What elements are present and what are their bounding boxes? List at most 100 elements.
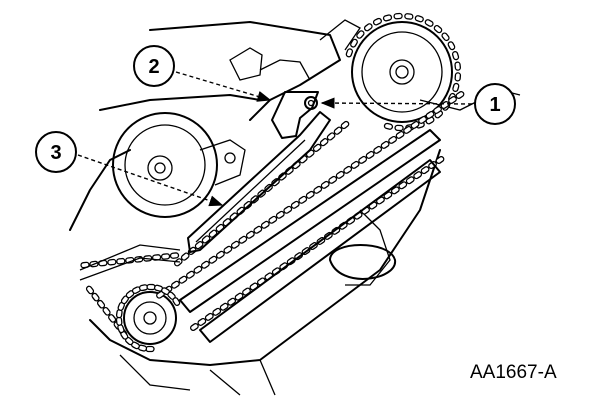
- chain-link: [404, 13, 414, 20]
- chain-link: [373, 145, 383, 154]
- chain-link: [85, 285, 95, 295]
- chain-link: [418, 115, 427, 124]
- callout-1-number: 1: [489, 94, 500, 116]
- chain-link: [410, 120, 420, 129]
- chain-link: [433, 24, 443, 34]
- chain-link: [190, 323, 199, 331]
- chain-link: [365, 150, 375, 159]
- chain-link: [227, 297, 237, 306]
- tensioner-arm: [187, 111, 331, 253]
- chain-link: [455, 91, 465, 99]
- chain-link: [356, 30, 365, 39]
- chain-link: [447, 41, 456, 51]
- chain-link: [424, 19, 434, 27]
- chain-link: [398, 181, 408, 190]
- chain-tensioner: [271, 91, 319, 139]
- chain-link: [91, 292, 100, 302]
- chain-link: [169, 252, 180, 259]
- chain-link: [275, 210, 285, 219]
- chain-link: [260, 220, 270, 229]
- chain-link: [454, 72, 462, 82]
- chain-link: [223, 245, 233, 254]
- engine-block-outline: [69, 19, 521, 396]
- camshaft-sprocket: [351, 21, 453, 123]
- chain-link: [116, 257, 126, 265]
- chain-link: [358, 155, 368, 164]
- chain-link: [197, 317, 207, 326]
- chain-link: [160, 253, 171, 260]
- chain-guide-rails: [79, 129, 441, 343]
- chain-link: [380, 140, 390, 149]
- chain-link: [319, 138, 329, 147]
- chain-link: [201, 235, 211, 244]
- chain-link: [333, 126, 343, 135]
- chain-link: [180, 252, 190, 261]
- chain-link: [435, 156, 445, 164]
- chain-link: [403, 125, 412, 134]
- chain-link: [204, 312, 214, 321]
- chain-link: [448, 96, 457, 104]
- chain-link: [345, 48, 354, 58]
- leader-lines: [77, 71, 473, 207]
- chain-link: [433, 105, 442, 114]
- chain-link: [350, 160, 360, 169]
- chain-link: [108, 314, 117, 323]
- chain-link: [350, 38, 358, 48]
- chain-link: [283, 205, 293, 214]
- chain-link: [451, 51, 460, 61]
- chain-link: [102, 306, 111, 316]
- chain-link: [96, 299, 106, 309]
- chain-link: [452, 82, 460, 93]
- chain-link: [212, 307, 222, 316]
- chain-link: [414, 15, 424, 23]
- chain-link: [335, 170, 345, 179]
- chain-link: [238, 235, 248, 244]
- chain-link: [425, 110, 435, 119]
- callout-3-number: 3: [50, 142, 61, 164]
- chain-link: [313, 185, 323, 194]
- chain-link: [382, 14, 393, 22]
- chain-link: [234, 292, 244, 301]
- chain-link: [372, 17, 382, 26]
- chain-link: [340, 120, 350, 130]
- timing-chain: [80, 91, 465, 353]
- chain-link: [245, 230, 255, 239]
- chain-link: [215, 250, 225, 259]
- chain-link: [405, 176, 415, 185]
- chain-link: [326, 132, 336, 141]
- chain-link: [394, 124, 404, 132]
- callout-3: 3: [35, 131, 77, 173]
- chain-link: [413, 171, 423, 180]
- chain-link: [441, 32, 450, 42]
- chain-link: [146, 283, 156, 291]
- chain-link: [230, 240, 240, 249]
- water-pump-pulley: [112, 112, 246, 218]
- chain-link: [298, 195, 308, 204]
- chain-link: [388, 135, 398, 144]
- chain-link: [312, 143, 322, 152]
- chain-link: [383, 122, 394, 130]
- chain-link: [171, 280, 180, 289]
- chain-link: [320, 180, 330, 189]
- chain-link: [178, 275, 188, 284]
- chain-link: [145, 345, 155, 353]
- chain-link: [186, 270, 195, 279]
- chain-link: [363, 23, 373, 32]
- chain-link: [395, 130, 405, 139]
- chain-link: [107, 258, 117, 266]
- cam-chain-links: [345, 12, 462, 132]
- chain-link: [290, 200, 300, 209]
- callout-2-number: 2: [148, 56, 159, 78]
- chain-link: [305, 190, 315, 199]
- crankshaft-sprocket: [123, 291, 177, 345]
- chain-link: [420, 166, 430, 175]
- chain-link: [253, 225, 263, 234]
- callout-2: 2: [133, 45, 175, 87]
- chain-link: [268, 215, 278, 224]
- chain-link: [172, 297, 181, 306]
- chain-link: [200, 260, 210, 269]
- chain-link: [343, 165, 353, 174]
- chain-link: [219, 302, 229, 311]
- figure-id: AA1667-A: [470, 362, 557, 383]
